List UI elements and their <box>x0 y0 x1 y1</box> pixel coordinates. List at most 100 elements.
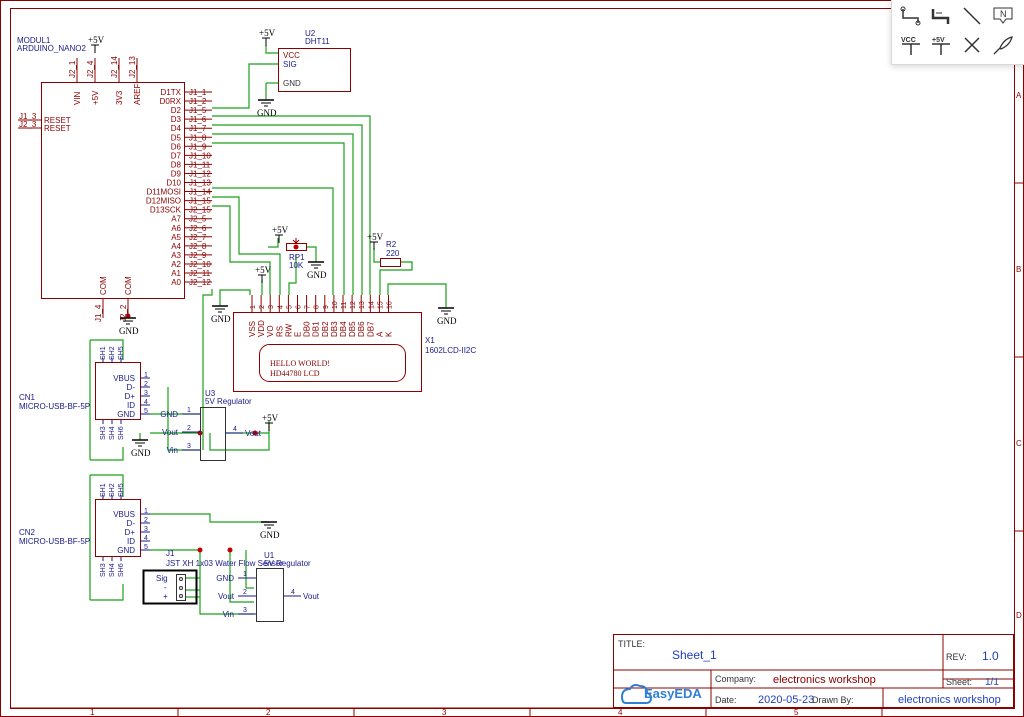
arduino-pin-num: J2_2 <box>119 304 128 322</box>
arduino-pin-num: J2_1 <box>68 60 77 78</box>
row-label: C <box>1016 439 1022 448</box>
dht11-symbol[interactable]: U2 DHT11 VCC SIG GND <box>278 29 351 92</box>
arduino-pin-name: D5 <box>171 133 182 142</box>
j1-jst-connector[interactable]: J1 JST XH 1x03 Water Flow Sensor Sig - + <box>142 549 284 605</box>
usb-pin-num: 3 <box>144 526 148 533</box>
rev-value: 1.0 <box>982 649 999 663</box>
usb-pin-num: 2 <box>144 517 148 524</box>
usb-pin-name: ID <box>127 537 135 546</box>
usb-shield-label: SH4 <box>109 563 116 577</box>
reg-pin-num: 3 <box>243 607 247 614</box>
row-label: B <box>1016 265 1021 274</box>
j1-pin-minus: - <box>164 583 167 592</box>
dht11-pin-sig: SIG <box>283 60 297 69</box>
arduino-pin-name: COM <box>99 276 108 295</box>
gnd-label: GND <box>211 314 231 324</box>
arduino-pin-name: A7 <box>171 215 181 224</box>
reg-pin-name: Vout <box>303 592 320 601</box>
rev-label: REV: <box>946 652 967 662</box>
usb-shield-label: SH2 <box>109 346 116 360</box>
arduino-pin-name: D6 <box>171 142 182 151</box>
company-label: Company: <box>715 674 756 684</box>
usb-shield-label: SH6 <box>118 563 125 577</box>
easyeda-logo: EasyEDA <box>620 684 702 704</box>
wire-tool-button[interactable] <box>898 4 924 28</box>
row-label: A <box>1016 91 1022 100</box>
lcd-pin-name: VO <box>266 325 275 337</box>
lcd-designator: X1 <box>425 336 435 345</box>
arduino-pin-num: J2_14 <box>110 56 119 78</box>
reg-pin-num: 1 <box>187 407 191 414</box>
lcd-pin-num: 3 <box>268 305 275 309</box>
pin-tool-button[interactable] <box>990 33 1016 57</box>
lcd-symbol[interactable]: HELLO WORLD! HD44780 LCD X1 1602LCD-II2C… <box>233 295 477 392</box>
bus-tool-button[interactable] <box>928 4 954 28</box>
no-connect-tool-button[interactable] <box>959 33 985 57</box>
pin-icon <box>993 36 1013 55</box>
usb-shield-label: SH5 <box>118 346 125 360</box>
arduino-nano-symbol[interactable]: MODUL1 ARDUINO_NANO2 J2_1VINJ2_4+5VJ2_14… <box>17 36 212 322</box>
arduino-pin-name: A5 <box>171 233 181 242</box>
lcd-pin-name: DB0 <box>303 321 312 337</box>
cloud-icon <box>620 684 653 704</box>
lcd-pin-name: VDD <box>257 320 266 337</box>
lcd-pin-num: 12 <box>350 301 357 309</box>
reg-pin-name: Vout <box>162 428 179 437</box>
arduino-pin-name: D11MOSI <box>146 188 181 197</box>
lcd-pin-name: RS <box>275 326 284 337</box>
j1-pin-sig: Sig <box>156 574 168 583</box>
arduino-pin-name: +5V <box>91 90 100 105</box>
drawing-toolbar: N VCC +5V <box>891 0 1024 65</box>
usb-pin-num: 4 <box>144 535 148 542</box>
reg-pin-num: 3 <box>187 443 191 450</box>
arduino-pin-name: A3 <box>171 251 181 260</box>
usb-pin-num: 2 <box>144 381 148 388</box>
title-block: TITLE: Sheet_1 REV: 1.0 Company: electro… <box>613 634 1014 708</box>
arduino-pin-name: RESET <box>44 116 71 125</box>
usb-pin-name: GND <box>117 546 135 555</box>
arduino-pin-name: D1TX <box>161 88 182 97</box>
lcd-pin-name: K <box>385 331 394 337</box>
dht11-name: DHT11 <box>305 37 330 46</box>
usb-pin-name: ID <box>127 401 135 410</box>
lcd-pin-name: E <box>294 332 303 337</box>
arduino-pin-num: J1_6 <box>189 115 207 124</box>
usb-pin-name: D+ <box>125 528 136 537</box>
col-label: 5 <box>794 708 799 717</box>
arduino-pin-num: J2_3 <box>19 120 37 129</box>
arduino-pin-name: D7 <box>171 151 182 160</box>
plus5v-label: +5V <box>88 35 105 45</box>
usb-pin-name: D- <box>127 519 136 528</box>
usb-pin-num: 5 <box>144 408 148 415</box>
usb-pin-num: 5 <box>144 544 148 551</box>
arduino-pin-num: J2_12 <box>189 278 211 287</box>
lcd-pins: 1VSS2VDD3VO4RS5RW6E7DB08DB19DB210DB311DB… <box>248 295 394 337</box>
arduino-pin-num: J1_3 <box>19 112 37 121</box>
vcc-tool-button[interactable]: VCC <box>898 33 924 57</box>
plus5v-label: +5V <box>367 232 384 242</box>
sheet-label: Sheet: <box>946 677 972 687</box>
plus5v-tool-button[interactable]: +5V <box>928 33 954 57</box>
sheet-value: 1/1 <box>985 677 999 688</box>
lcd-pin-num: 10 <box>332 301 339 309</box>
arduino-pin-name: 3V3 <box>115 90 124 105</box>
line-tool-button[interactable] <box>959 4 985 28</box>
j1-designator: J1 <box>166 549 175 558</box>
rp1-potentiometer[interactable]: RP1 10K <box>286 238 307 270</box>
row-label: D <box>1016 611 1022 620</box>
arduino-pin-num: J1_10 <box>189 151 211 160</box>
lcd-pin-name: DB3 <box>330 321 339 337</box>
usb-shield-label: SH1 <box>100 346 107 360</box>
lcd-pin-num: 6 <box>296 305 303 309</box>
lcd-pin-name: DB4 <box>339 321 348 337</box>
usb-shield-label: SH6 <box>118 426 125 440</box>
net-label-tool-button[interactable]: N <box>990 4 1016 28</box>
r2-resistor[interactable]: R2 220 <box>380 240 401 267</box>
